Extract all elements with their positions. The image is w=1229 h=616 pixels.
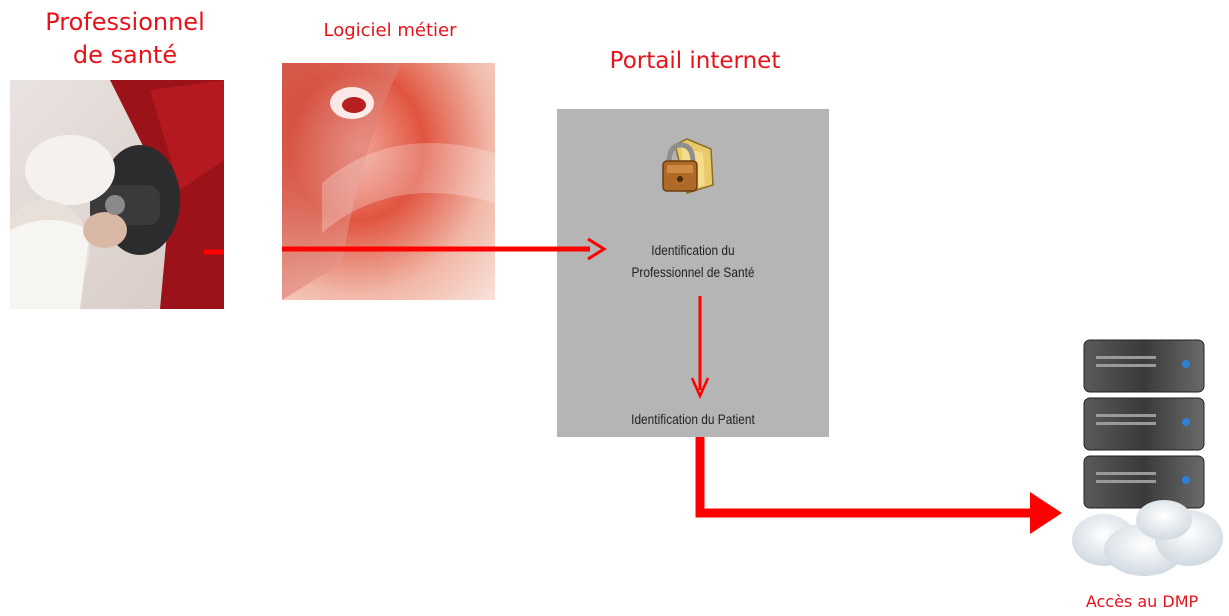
software-title: Logiciel métier xyxy=(323,20,457,41)
step1-line2: Professionnel de Santé xyxy=(631,264,755,280)
professional-photo xyxy=(10,80,224,309)
step2-patient-identification: Identification du Patient xyxy=(631,411,755,427)
step1-professional-identification: Identification du Professionnel de Santé xyxy=(594,239,791,283)
server-cloud-icon xyxy=(1064,330,1229,580)
dmp-label: Accès au DMP xyxy=(1085,592,1199,611)
professional-title-line1: Professionnel xyxy=(45,8,205,36)
software-photo xyxy=(282,63,495,300)
padlock-folder-icon xyxy=(657,135,717,197)
connector-arrowhead-step2 xyxy=(690,377,710,400)
step1-line1: Identification du xyxy=(651,242,735,258)
professional-title-line2: de santé xyxy=(72,41,178,69)
portal-title: Portail internet xyxy=(609,48,781,74)
connector-arrowhead-dmp xyxy=(1030,492,1062,534)
connector-portal-to-dmp xyxy=(695,437,1040,518)
professional-title: Professionnel de santé xyxy=(20,6,230,72)
connector-arrowhead-portal xyxy=(587,237,607,261)
